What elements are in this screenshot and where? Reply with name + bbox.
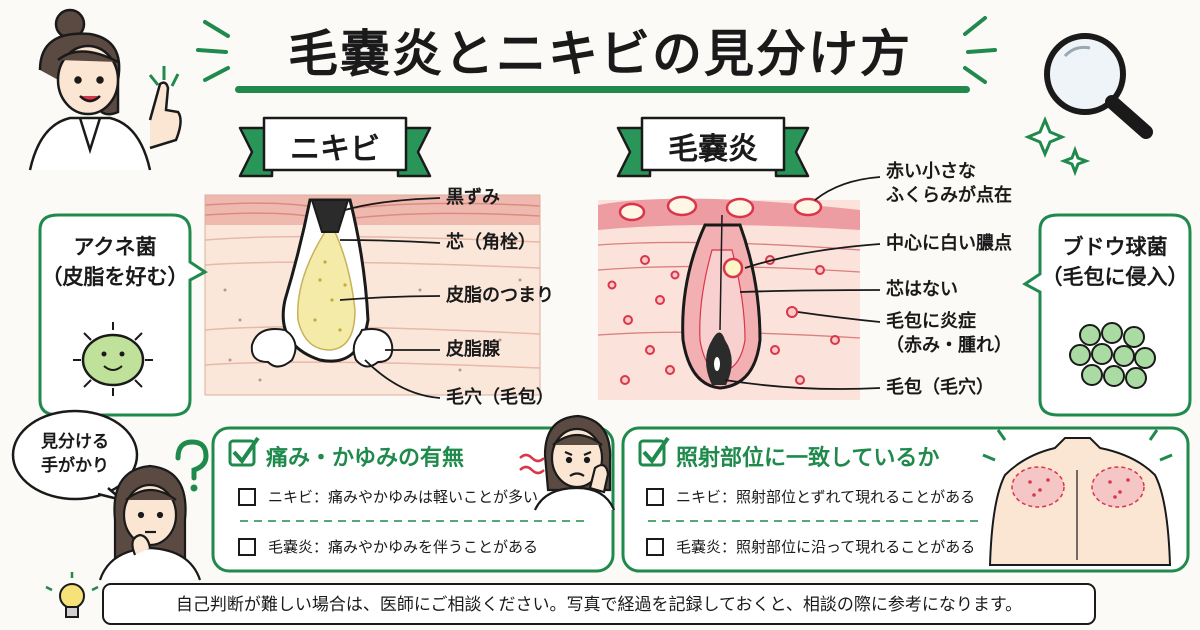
- panel-left-row-acne-text: ニキビ：痛みやかゆみは軽いことが多い: [268, 488, 539, 506]
- magnifier-icon: [1044, 33, 1153, 139]
- folliculitis-leader-lines: [724, 176, 881, 390]
- panel-right-heading: 照射部位に一致しているか: [676, 446, 940, 471]
- sparkle-icon: [1024, 116, 1091, 177]
- acne-ribbon: [238, 116, 432, 178]
- question-mark-icon: [175, 439, 209, 492]
- folliculitis-label-no-core: 芯はない: [886, 279, 958, 300]
- panel-left-heading: 痛み・かゆみの有無: [266, 446, 465, 471]
- title-dashes-left: [196, 20, 230, 82]
- bottom-note: 自己判断が難しい場合は、医師にご相談ください。写真で経過を記録しておくと、相談の…: [175, 595, 1023, 615]
- folliculitis-ribbon: [616, 116, 810, 178]
- folliculitis-label-bumps: 赤い小さな ふくらみが点在: [886, 161, 1012, 206]
- staph-bacteria-bubble: [1022, 213, 1192, 417]
- hint-bubble-text: 見分ける 手がかり: [41, 432, 109, 476]
- panel-right-row-folliculitis: 毛嚢炎：照射部位に沿って現れることがある: [646, 536, 975, 557]
- folliculitis-label-follicle: 毛包（毛穴）: [886, 377, 994, 398]
- checkbox-icon: [638, 436, 670, 467]
- acne-bacteria-bubble: [38, 213, 208, 417]
- acne-leader-lines: [339, 197, 441, 399]
- panel-left-row-folliculitis-text: 毛嚢炎：痛みやかゆみを伴うことがある: [268, 538, 539, 556]
- page-title: 毛嚢炎とニキビの見分け方: [288, 25, 912, 83]
- acne-label-sebum-clog: 皮脂のつまり: [446, 285, 554, 306]
- title-underline: [235, 86, 970, 93]
- lightbulb-icon: [45, 572, 99, 618]
- checkbox-icon: [238, 487, 256, 506]
- folliculitis-heading: 毛嚢炎: [668, 132, 758, 167]
- acne-label-blackhead: 黒ずみ: [446, 187, 500, 208]
- folliculitis-label-pus-point: 中心に白い膿点: [886, 233, 1012, 254]
- checkbox-icon: [228, 436, 260, 467]
- acne-bacteria-icon: [73, 322, 153, 396]
- panel-right-row-acne: ニキビ：照射部位とずれて現れることがある: [646, 486, 975, 507]
- thinking-woman-illustration: [98, 464, 202, 581]
- panel-left-row-folliculitis: 毛嚢炎：痛みやかゆみを伴うことがある: [238, 536, 538, 557]
- acne-label-sebaceous-gland: 皮脂腺: [446, 339, 500, 360]
- title-dashes-right: [963, 16, 997, 84]
- panel-right-row-acne-text: ニキビ：照射部位とずれて現れることがある: [676, 488, 976, 506]
- panel-left-row-acne: ニキビ：痛みやかゆみは軽いことが多い: [238, 486, 538, 507]
- acne-bacteria-text: アクネ菌 （皮脂を好む）: [41, 235, 189, 289]
- panel-right-row-folliculitis-text: 毛嚢炎：照射部位に沿って現れることがある: [676, 538, 976, 556]
- folliculitis-skin-diagram: [597, 195, 861, 400]
- acne-label-core: 芯（角栓）: [446, 232, 536, 253]
- checkbox-icon: [646, 537, 664, 556]
- acne-label-pore: 毛穴（毛包）: [446, 387, 554, 408]
- acne-heading: ニキビ: [290, 132, 380, 167]
- checkbox-icon: [646, 487, 664, 506]
- bottom-note-frame: [102, 583, 1096, 625]
- panel-left-frame: [211, 426, 615, 573]
- worried-woman-illustration: [519, 414, 616, 511]
- doctor-illustration: [28, 8, 182, 171]
- folliculitis-label-inflammation: 毛包に炎症 （赤み・腫れ）: [886, 311, 1012, 356]
- back-skin-illustration: [982, 429, 1173, 566]
- staph-bacteria-icon: [1069, 322, 1156, 389]
- acne-skin-diagram: [204, 194, 541, 396]
- staph-bacteria-text: ブドウ球菌 （毛包に侵入）: [1041, 235, 1189, 289]
- checkbox-icon: [238, 537, 256, 556]
